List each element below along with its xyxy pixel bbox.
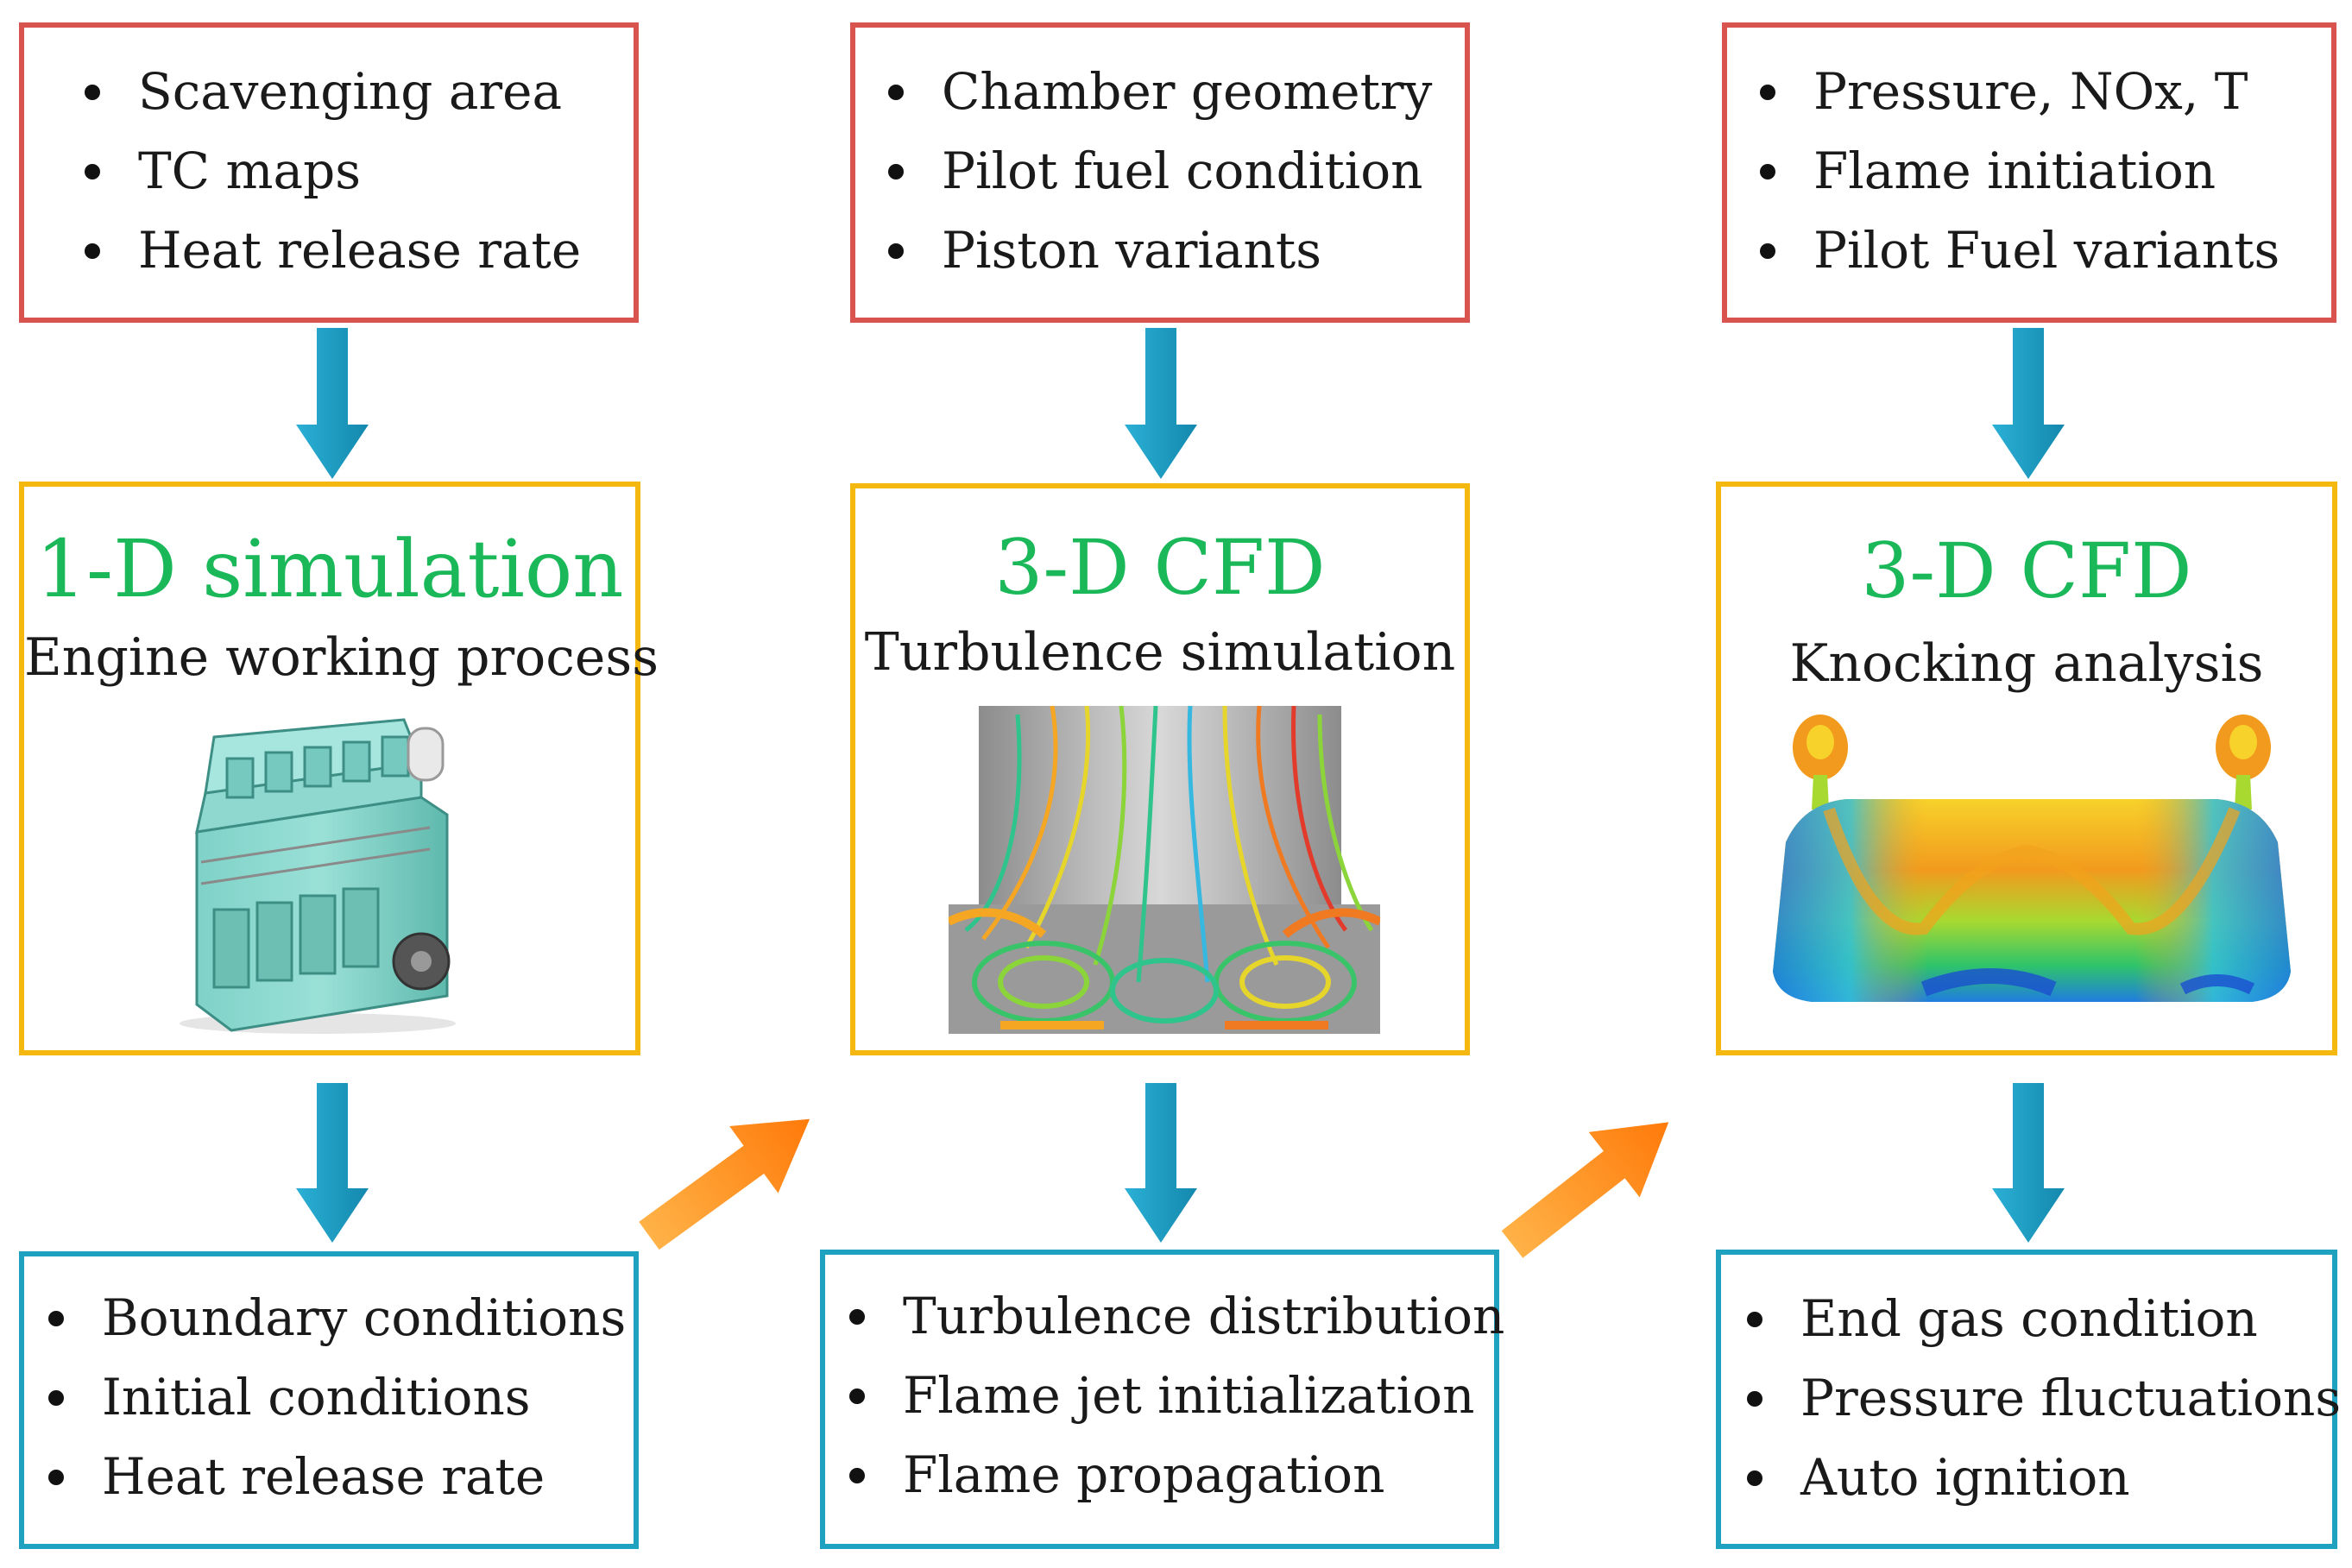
link-arrow-1-to-2 xyxy=(639,1118,810,1250)
model-box-2: 3-D CFD Turbulence simulation xyxy=(850,483,1470,1055)
input-box-2: Chamber geometry Pilot fuel condition Pi… xyxy=(850,22,1470,323)
model-box-3: 3-D CFD Knocking analysis xyxy=(1716,482,2337,1055)
input-box-1: Scavenging area TC maps Heat release rat… xyxy=(19,22,639,323)
input-list-1: Scavenging area TC maps Heat release rat… xyxy=(76,52,581,290)
down-arrow-input-2 xyxy=(1125,328,1197,479)
model-title: 3-D CFD xyxy=(994,523,1326,612)
link-arrow-2-to-3 xyxy=(1501,1122,1669,1258)
down-arrow-output-3 xyxy=(1992,1083,2065,1243)
list-item: Auto ignition xyxy=(1738,1438,2341,1517)
list-item: Pilot Fuel variants xyxy=(1751,211,2279,290)
input-list-2: Chamber geometry Pilot fuel condition Pi… xyxy=(880,52,1432,290)
list-item: Flame initiation xyxy=(1751,131,2279,211)
list-item: Pressure fluctuations xyxy=(1738,1358,2341,1438)
list-item: Piston variants xyxy=(880,211,1432,290)
list-item: Initial conditions xyxy=(40,1357,626,1437)
output-box-3: End gas condition Pressure fluctuations … xyxy=(1716,1250,2341,1549)
list-item: End gas condition xyxy=(1738,1279,2341,1358)
marine-engine-icon xyxy=(180,718,456,1034)
list-item: TC maps xyxy=(76,131,581,211)
list-item: Heat release rate xyxy=(76,211,581,290)
knocking-contour-icon xyxy=(1773,715,2291,1002)
list-item: Heat release rate xyxy=(40,1437,626,1516)
list-item: Boundary conditions xyxy=(40,1278,626,1357)
list-item: Flame propagation xyxy=(841,1435,1504,1514)
down-arrow-output-1 xyxy=(296,1083,369,1243)
model-subtitle: Engine working process xyxy=(24,627,659,688)
model-subtitle: Turbulence simulation xyxy=(864,622,1456,683)
list-item: Pressure, NOx, T xyxy=(1751,52,2279,131)
down-arrow-input-3 xyxy=(1992,328,2065,479)
output-list-2: Turbulence distribution Flame jet initia… xyxy=(841,1276,1504,1514)
down-arrow-input-1 xyxy=(296,328,369,479)
input-list-3: Pressure, NOx, T Flame initiation Pilot … xyxy=(1751,52,2279,290)
output-box-1: Boundary conditions Initial conditions H… xyxy=(19,1251,639,1549)
turbulence-streamlines-icon xyxy=(949,706,1380,1034)
list-item: Scavenging area xyxy=(76,52,581,131)
list-item: Turbulence distribution xyxy=(841,1276,1504,1356)
list-item: Chamber geometry xyxy=(880,52,1432,131)
down-arrow-output-2 xyxy=(1125,1083,1197,1243)
output-box-2: Turbulence distribution Flame jet initia… xyxy=(820,1250,1504,1549)
list-item: Flame jet initialization xyxy=(841,1356,1504,1435)
list-item: Pilot fuel condition xyxy=(880,131,1432,211)
output-list-3: End gas condition Pressure fluctuations … xyxy=(1738,1279,2341,1517)
output-list-1: Boundary conditions Initial conditions H… xyxy=(40,1278,626,1516)
model-title: 1-D simulation xyxy=(35,523,624,615)
model-subtitle: Knocking analysis xyxy=(1789,633,2264,694)
model-box-1: 1-D simulation Engine working process xyxy=(19,482,659,1055)
input-box-3: Pressure, NOx, T Flame initiation Pilot … xyxy=(1722,22,2336,323)
model-title: 3-D CFD xyxy=(1861,526,2192,615)
